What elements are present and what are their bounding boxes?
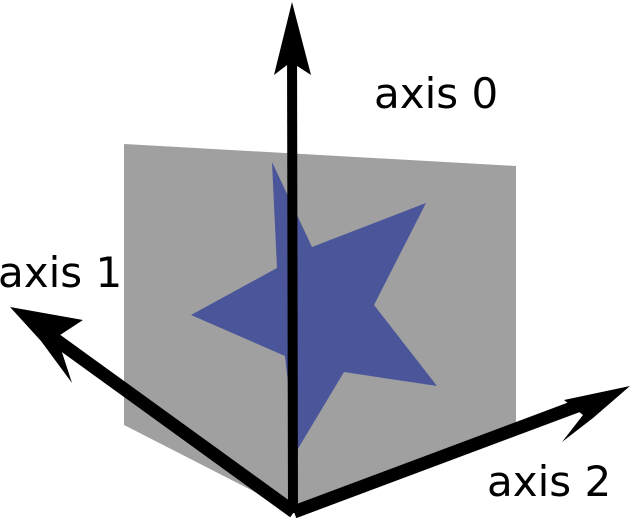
axis-2-group	[291, 386, 630, 519]
axis-0-arrowhead	[274, 2, 311, 75]
star-group	[191, 162, 437, 452]
star-shape	[191, 162, 437, 452]
axis-2-arrowhead	[562, 386, 630, 442]
axis-1-line	[44, 328, 298, 518]
axis-1-group	[10, 307, 298, 518]
axis-0-group	[274, 2, 311, 514]
axis-0-label: axis 0	[374, 69, 498, 118]
axis-0-line	[287, 41, 298, 514]
axis-1-arrowhead	[10, 307, 83, 383]
axis-1-label: axis 1	[0, 248, 122, 297]
axis-2-line	[291, 395, 591, 519]
axis-2-label: axis 2	[487, 457, 611, 506]
